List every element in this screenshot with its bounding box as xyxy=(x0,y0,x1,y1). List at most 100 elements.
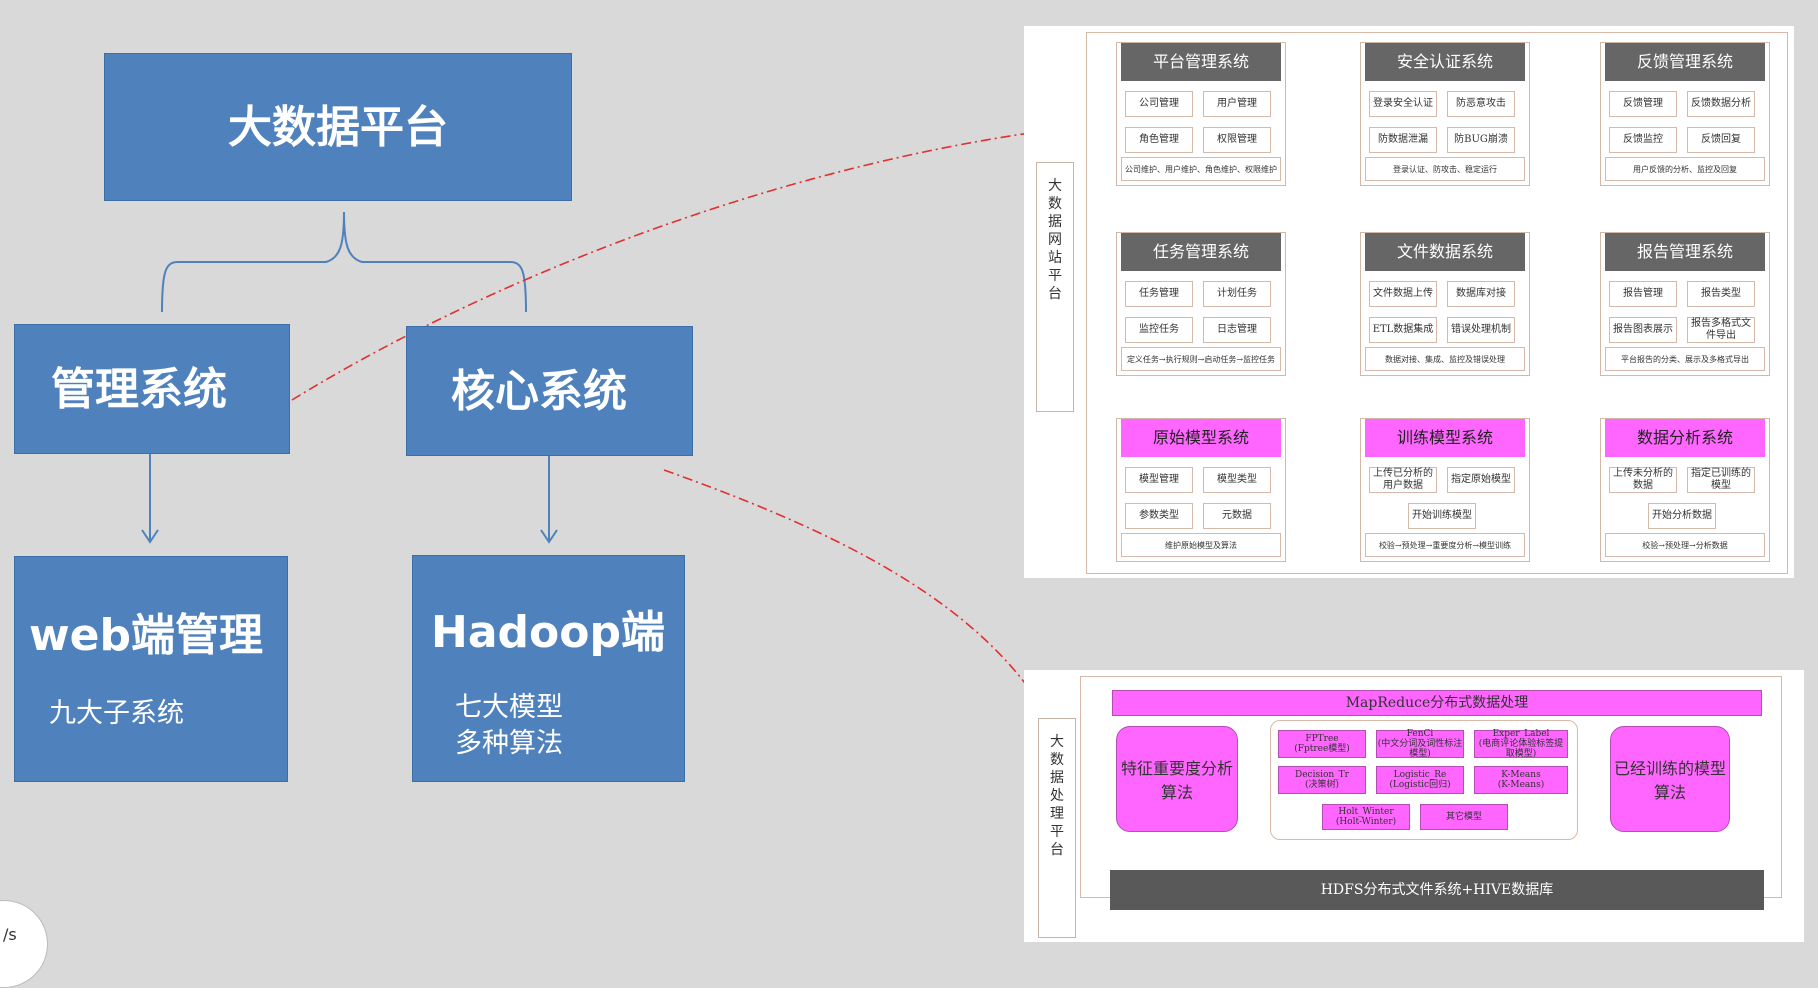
system-item: 报告管理 xyxy=(1609,281,1677,307)
trained-model-algorithm: 已经训练的模型算法 xyxy=(1610,726,1730,832)
system-item: 上传未分析的数据 xyxy=(1609,467,1677,493)
model-cell: FPTree(Fptree模型) xyxy=(1278,730,1366,758)
system-footer: 用户反馈的分析、监控及回复 xyxy=(1605,157,1765,181)
mapreduce-bar: MapReduce分布式数据处理 xyxy=(1112,690,1762,716)
system-title: 数据分析系统 xyxy=(1605,419,1765,457)
system-item: 反馈监控 xyxy=(1609,127,1677,153)
bracket-connector xyxy=(161,211,527,313)
model-cell-text: Exper_Label(电商评论体验标签提取模型) xyxy=(1475,729,1567,759)
hadoop-title: Hadoop端 xyxy=(431,607,665,658)
system-item: 反馈数据分析 xyxy=(1687,91,1755,117)
processing-platform-label: 大数据处理平台 xyxy=(1038,718,1076,938)
system-item: ETL数据集成 xyxy=(1369,317,1437,343)
system-item: 任务管理 xyxy=(1125,281,1193,307)
model-cell: Decision_Tr(决策树) xyxy=(1278,766,1366,794)
system-title: 原始模型系统 xyxy=(1121,419,1281,457)
model-name: Decision_Tr xyxy=(1295,770,1349,780)
model-name: Holt_Winter xyxy=(1338,807,1394,817)
system-title: 训练模型系统 xyxy=(1365,419,1525,457)
system-footer: 数据对接、集成、监控及错误处理 xyxy=(1365,347,1525,371)
system-item: 反馈回复 xyxy=(1687,127,1755,153)
system-footer: 公司维护、用户维护、角色维护、权限维护 xyxy=(1121,157,1281,181)
model-desc: (K-Means) xyxy=(1497,780,1545,790)
system-item: 上传已分析的用户数据 xyxy=(1369,467,1437,493)
system-item: 反馈管理 xyxy=(1609,91,1677,117)
model-cell-text: 其它模型 xyxy=(1446,812,1482,822)
system-footer: 维护原始模型及算法 xyxy=(1121,533,1281,557)
model-name: FPTree xyxy=(1305,734,1339,744)
hdfs-bar: HDFS分布式文件系统+HIVE数据库 xyxy=(1110,870,1764,910)
system-item: 参数类型 xyxy=(1125,503,1193,529)
model-desc: (中文分词及词性标注模型) xyxy=(1377,739,1463,759)
system-item: 日志管理 xyxy=(1203,317,1271,343)
model-name: Logistic_Re xyxy=(1393,770,1447,780)
system-card: 任务管理系统任务管理计划任务监控任务日志管理定义任务→执行规则→启动任务→监控任… xyxy=(1116,232,1286,376)
system-card: 反馈管理系统反馈管理反馈数据分析反馈监控反馈回复用户反馈的分析、监控及回复 xyxy=(1600,42,1770,186)
system-card: 平台管理系统公司管理用户管理角色管理权限管理公司维护、用户维护、角色维护、权限维… xyxy=(1116,42,1286,186)
hadoop-sub-line-2: 多种算法 xyxy=(455,728,563,759)
root-node: 大数据平台 xyxy=(104,53,572,201)
model-name: Exper_Label xyxy=(1492,729,1550,739)
root-title: 大数据平台 xyxy=(228,102,448,153)
system-card: 数据分析系统上传未分析的数据指定已训练的模型开始分析数据校验→预处理→分析数据 xyxy=(1600,418,1770,562)
hadoop-subtitle: 七大模型 多种算法 xyxy=(455,690,563,762)
system-item: 报告多格式文件导出 xyxy=(1687,317,1755,343)
system-card: 训练模型系统上传已分析的用户数据指定原始模型开始训练模型校验→预处理→重要度分析… xyxy=(1360,418,1530,562)
callout-line-core xyxy=(663,469,1075,773)
system-card: 安全认证系统登录安全认证防恶意攻击防数据泄漏防BUG崩溃登录认证、防攻击、稳定运… xyxy=(1360,42,1530,186)
management-node: 管理系统 xyxy=(14,324,290,454)
system-item: 数据库对接 xyxy=(1447,281,1515,307)
system-item: 防BUG崩溃 xyxy=(1447,127,1515,153)
web-subtitle: 九大子系统 xyxy=(49,698,184,729)
system-title: 文件数据系统 xyxy=(1365,233,1525,271)
model-name: 其它模型 xyxy=(1445,812,1482,822)
connector-layer xyxy=(141,119,1151,773)
model-cell: Exper_Label(电商评论体验标签提取模型) xyxy=(1474,729,1568,759)
system-item: 指定已训练的模型 xyxy=(1687,467,1755,493)
core-title: 核心系统 xyxy=(451,366,627,417)
model-cell-text: Logistic_Re(Logistic回归) xyxy=(1389,770,1450,790)
web-title: web端管理 xyxy=(29,610,263,661)
system-title: 任务管理系统 xyxy=(1121,233,1281,271)
model-desc: (Logistic回归) xyxy=(1389,780,1451,790)
model-cell-text: Decision_Tr(决策树) xyxy=(1295,770,1349,790)
system-item: 防恶意攻击 xyxy=(1447,91,1515,117)
model-name: FenCi xyxy=(1406,729,1434,739)
model-desc: (Holt-Winter) xyxy=(1335,817,1397,827)
system-footer: 校验→预处理→重要度分析→模型训练 xyxy=(1365,533,1525,557)
hadoop-sub-line-1: 七大模型 xyxy=(455,692,563,723)
model-cell-text: K-Means(K-Means) xyxy=(1498,770,1544,790)
system-item: 开始分析数据 xyxy=(1648,503,1716,529)
web-node: web端管理 九大子系统 xyxy=(14,556,288,782)
model-cell-text: Holt_Winter(Holt-Winter) xyxy=(1336,807,1396,827)
system-item: 权限管理 xyxy=(1203,127,1271,153)
model-desc: (电商评论体验标签提取模型) xyxy=(1478,739,1564,759)
system-item: 计划任务 xyxy=(1203,281,1271,307)
system-card: 原始模型系统模型管理模型类型参数类型元数据维护原始模型及算法 xyxy=(1116,418,1286,562)
system-footer: 登录认证、防攻击、稳定运行 xyxy=(1365,157,1525,181)
model-cell: FenCi(中文分词及词性标注模型) xyxy=(1376,729,1464,759)
system-title: 反馈管理系统 xyxy=(1605,43,1765,81)
system-item: 防数据泄漏 xyxy=(1369,127,1437,153)
system-footer: 平台报告的分类、展示及多格式导出 xyxy=(1605,347,1765,371)
system-item: 报告类型 xyxy=(1687,281,1755,307)
website-platform-panel: 大数据网站平台 平台管理系统公司管理用户管理角色管理权限管理公司维护、用户维护、… xyxy=(1024,26,1794,578)
system-item: 公司管理 xyxy=(1125,91,1193,117)
website-platform-label: 大数据网站平台 xyxy=(1036,162,1074,412)
system-item: 模型管理 xyxy=(1125,467,1193,493)
system-item: 角色管理 xyxy=(1125,127,1193,153)
model-cell: K-Means(K-Means) xyxy=(1474,766,1568,794)
system-footer: 校验→预处理→分析数据 xyxy=(1605,533,1765,557)
system-title: 平台管理系统 xyxy=(1121,43,1281,81)
system-item: 错误处理机制 xyxy=(1447,317,1515,343)
system-card: 报告管理系统报告管理报告类型报告图表展示报告多格式文件导出平台报告的分类、展示及… xyxy=(1600,232,1770,376)
system-title: 安全认证系统 xyxy=(1365,43,1525,81)
model-desc: (决策树) xyxy=(1304,780,1339,790)
system-item: 监控任务 xyxy=(1125,317,1193,343)
processing-platform-panel: 大数据处理平台 MapReduce分布式数据处理 特征重要度分析算法 已经训练的… xyxy=(1024,670,1804,942)
website-platform-frame xyxy=(1086,32,1788,574)
system-item: 元数据 xyxy=(1203,503,1271,529)
model-name: K-Means xyxy=(1501,770,1541,780)
system-item: 指定原始模型 xyxy=(1447,467,1515,493)
model-cell: Holt_Winter(Holt-Winter) xyxy=(1322,804,1410,830)
